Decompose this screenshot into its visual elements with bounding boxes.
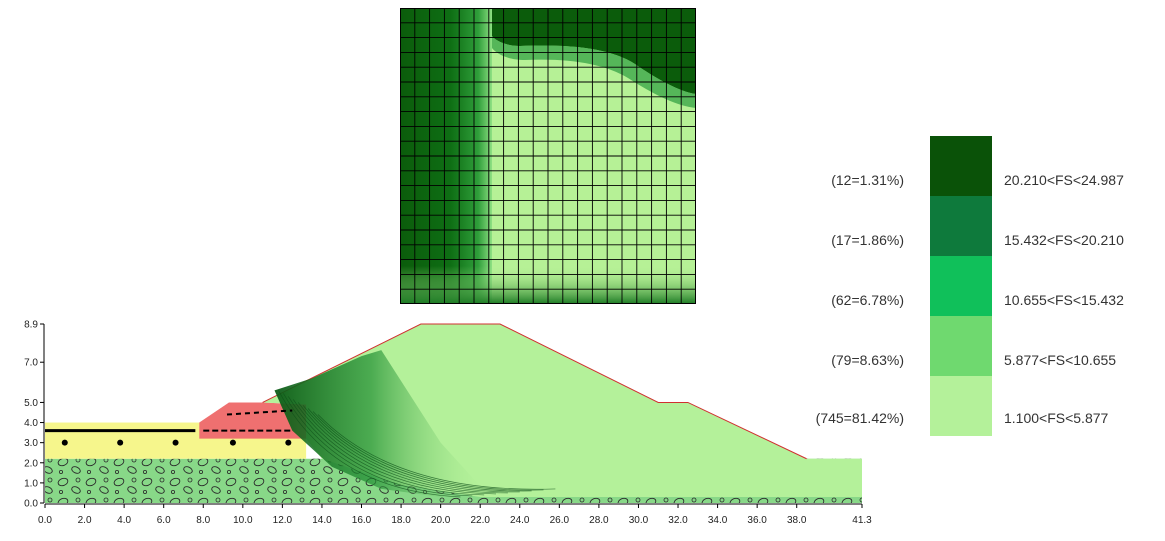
x-tick-label: 8.0 [196, 515, 210, 526]
failure-arc [283, 393, 473, 497]
legend-swatch-3 [930, 316, 992, 376]
x-tick-label: 10.0 [233, 515, 253, 526]
slope-surface-line [262, 323, 807, 460]
x-tick-label: 0.0 [38, 515, 52, 526]
cross-section-svg: 0.0 2.0 4.0 6.0 8.0 10.0 12.0 14.0 16.0 18.0 20.0 2… [24, 320, 872, 527]
marker-dot [229, 439, 236, 446]
legend-swatch-0 [930, 136, 992, 196]
y-tick-label: 0.0 [24, 499, 38, 510]
x-tick-label: 14.0 [312, 515, 332, 526]
x-tick-label: 6.0 [157, 515, 171, 526]
x-axis: 0.0 2.0 4.0 6.0 8.0 10.0 12.0 14.0 16.0 18.0 20.0 2… [38, 503, 872, 526]
y-tick-label: 2.0 [24, 458, 38, 469]
y-tick-label: 1.0 [24, 478, 38, 489]
marker-dot [61, 439, 68, 446]
failure-arc [312, 411, 544, 491]
red-soil-layer [199, 402, 307, 439]
x-tick-label: 32.0 [668, 515, 688, 526]
legend-count-1: (17=1.86%) [831, 232, 904, 248]
y-axis: 0.0 1.0 2.0 3.0 4.0 5.0 7.0 8.9 [24, 320, 45, 510]
x-tick-label: 20.0 [431, 515, 451, 526]
slope-cross-section: 0.0 2.0 4.0 6.0 8.0 10.0 12.0 14.0 16.0 18.0 20.0 2… [0, 316, 900, 536]
marker-dot [172, 439, 179, 446]
x-tick-label: 38.0 [787, 515, 807, 526]
legend-swatch-1 [930, 196, 992, 256]
legend-count-2: (62=6.78%) [831, 292, 904, 308]
x-tick-label: 22.0 [470, 515, 490, 526]
x-tick-label: 24.0 [510, 515, 530, 526]
y-tick-label: 3.0 [24, 438, 38, 449]
fs-legend: (12=1.31%) (17=1.86%) (62=6.78%) (79=8.6… [780, 136, 1160, 438]
x-tick-label: 2.0 [78, 515, 92, 526]
legend-range-3: 5.877<FS<10.655 [1004, 352, 1117, 368]
legend-swatch-2 [930, 256, 992, 316]
legend-swatch-4 [930, 376, 992, 436]
legend-count-3: (79=8.63%) [831, 352, 904, 368]
critical-failure-zone [274, 350, 491, 497]
x-tick-label: 41.3 [852, 515, 872, 526]
x-tick-label: 34.0 [708, 515, 728, 526]
failure-arc [302, 405, 520, 493]
x-tick-label: 36.0 [747, 515, 767, 526]
x-tick-label: 18.0 [391, 515, 411, 526]
y-tick-label: 4.0 [24, 418, 38, 429]
grid-border [400, 8, 696, 304]
grid-lines [400, 8, 696, 304]
failure-arc [307, 408, 532, 492]
x-tick-label: 30.0 [629, 515, 649, 526]
search-grid-map [400, 8, 696, 304]
failure-arc [292, 399, 497, 495]
failure-arc [278, 390, 461, 498]
grid-top-transition [492, 36, 696, 108]
red-layer-dash [226, 409, 293, 416]
legend-range-1: 15.432<FS<20.210 [1004, 232, 1124, 248]
legend-count-4: (745=81.42%) [815, 410, 904, 426]
x-tick-label: 16.0 [352, 515, 372, 526]
soil-layers [45, 323, 862, 503]
search-grid-svg [400, 8, 696, 304]
marker-dot [117, 439, 124, 446]
x-tick-label: 12.0 [273, 515, 293, 526]
y-tick-label: 7.0 [24, 358, 38, 369]
legend-count-0: (12=1.31%) [831, 172, 904, 188]
failure-arc [317, 414, 556, 490]
legend-range-0: 20.210<FS<24.987 [1004, 172, 1124, 188]
failure-arc [288, 396, 485, 496]
grid-top-dark-zone [492, 8, 696, 94]
x-tick-label: 4.0 [117, 515, 131, 526]
legend-range-4: 1.100<FS<5.877 [1004, 410, 1109, 426]
marker-dot [285, 439, 292, 446]
x-tick-label: 26.0 [550, 515, 570, 526]
y-tick-label: 5.0 [24, 398, 38, 409]
x-tick-label: 28.0 [589, 515, 609, 526]
legend-range-2: 10.655<FS<15.432 [1004, 292, 1124, 308]
failure-arc [297, 402, 508, 494]
y-tick-label: 8.9 [24, 320, 38, 331]
